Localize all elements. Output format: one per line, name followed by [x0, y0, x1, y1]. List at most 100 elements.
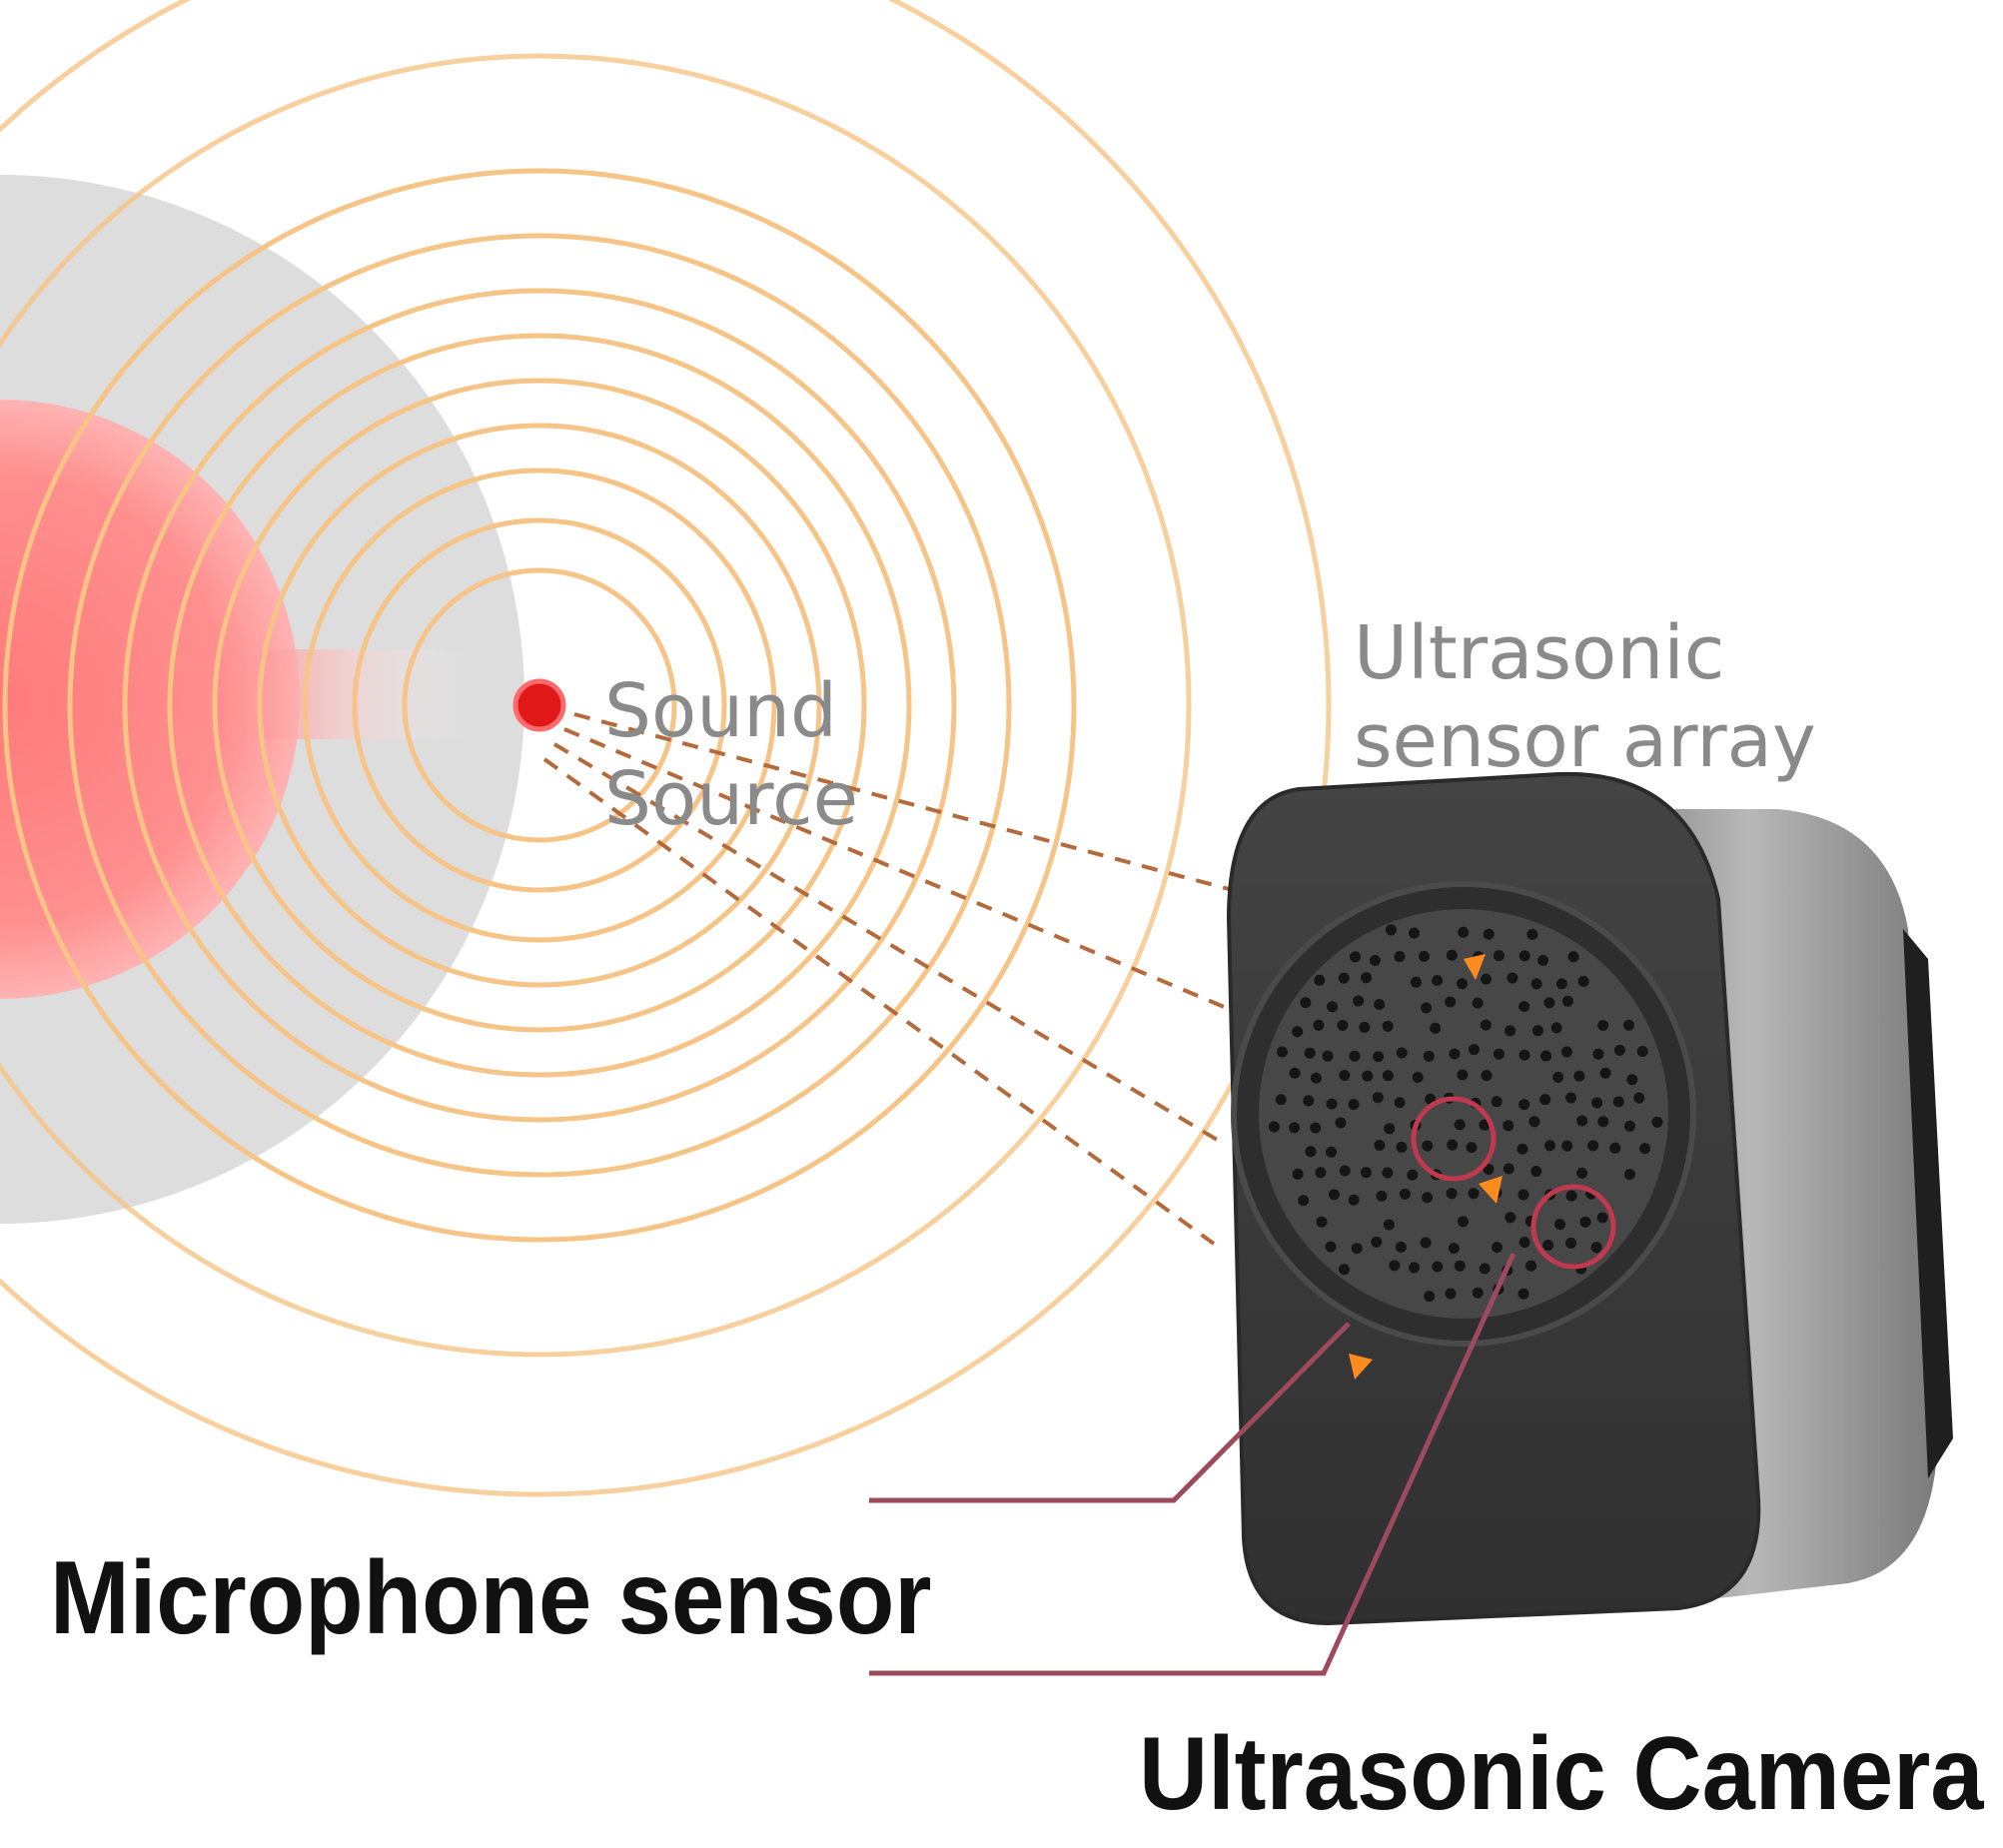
grille-hole — [1277, 1046, 1289, 1058]
grille-hole — [1399, 1188, 1411, 1200]
grille-hole — [1445, 996, 1457, 1008]
device-side-slot — [1903, 929, 1953, 1478]
grille-hole — [1385, 924, 1397, 936]
grille-hole — [1268, 1121, 1280, 1133]
grille-hole — [1432, 1261, 1444, 1273]
grille-hole — [1639, 1143, 1651, 1155]
grille-hole — [1597, 1020, 1609, 1032]
grille-hole — [1651, 1116, 1663, 1128]
grille-hole — [1530, 978, 1542, 990]
camera-highlight-ring — [1411, 1096, 1497, 1182]
grille-hole — [1591, 1097, 1603, 1109]
grille-hole — [1479, 1263, 1491, 1275]
grille-hole — [1349, 951, 1361, 963]
grille-hole — [1351, 1243, 1363, 1255]
grille-hole — [1597, 1116, 1609, 1128]
source-beam — [260, 649, 470, 739]
grille-hole — [1609, 1142, 1621, 1154]
sound-wave-ring — [167, 333, 912, 1078]
grille-hole — [1613, 1044, 1625, 1056]
grille-hole — [1371, 1236, 1383, 1248]
grille-hole — [1540, 1050, 1552, 1062]
grille-hole — [1458, 926, 1470, 938]
grille-hole — [1454, 1260, 1466, 1272]
grille-hole — [1361, 972, 1373, 984]
grille-hole — [1382, 1167, 1394, 1179]
grille-hole — [1561, 995, 1573, 1007]
grille-hole — [1326, 1001, 1338, 1013]
grille-hole — [1577, 975, 1589, 987]
sound-wave-ring — [302, 467, 777, 943]
grille — [1259, 909, 1668, 1319]
grille-hole — [1410, 976, 1422, 988]
grille-hole — [1313, 1019, 1325, 1031]
grille-hole — [1636, 1046, 1648, 1058]
grille-hole — [1550, 1022, 1562, 1034]
grille-hole — [1480, 1019, 1492, 1031]
grille-hole — [1518, 1099, 1530, 1111]
sound-rays — [542, 712, 1230, 1246]
grille-hole — [1383, 1219, 1395, 1231]
grille-hole — [1432, 975, 1444, 987]
grille-hole — [1362, 1070, 1374, 1082]
grille-hole — [1422, 1140, 1434, 1152]
grille-hole — [1506, 972, 1518, 984]
grille-hole — [1543, 997, 1555, 1009]
grille-hole — [1525, 1260, 1537, 1272]
hot-zone — [0, 400, 300, 999]
grille-hole — [1502, 1163, 1514, 1175]
grille-hole — [1565, 1092, 1577, 1104]
grille-hole — [1454, 1119, 1466, 1131]
grille-hole — [1483, 928, 1495, 940]
grille-hole — [1446, 1188, 1458, 1200]
grille-hole — [1445, 1288, 1457, 1300]
grille-hole — [1303, 1095, 1315, 1107]
grille-hole — [1567, 951, 1579, 963]
grille-hole — [1599, 1067, 1611, 1079]
microphone-highlight-ring — [1530, 1184, 1616, 1270]
grille-hole — [1457, 1069, 1469, 1081]
grille-hole — [1466, 1142, 1478, 1154]
grille-hole — [1537, 954, 1549, 966]
grille-hole — [1359, 1021, 1371, 1033]
sensor-array-label-line2: sensor array — [1354, 698, 1816, 784]
grille-hole — [1326, 1098, 1338, 1110]
grille-hole — [1298, 1195, 1310, 1207]
grille-hole — [1382, 1070, 1394, 1082]
grille-hole — [1493, 1048, 1504, 1060]
grille-hole — [1472, 1287, 1484, 1299]
sound-wave-ring — [2, 168, 1077, 1243]
grille-hole — [1424, 1291, 1436, 1303]
grille-hole — [1382, 1020, 1394, 1032]
grille-hole — [1468, 1188, 1480, 1200]
grille-hole — [1349, 1050, 1361, 1062]
sound-wave-ring — [402, 567, 677, 843]
sound-source-label: Sound Source — [604, 667, 858, 843]
grille-hole — [1502, 1120, 1514, 1132]
grille-hole — [1338, 972, 1350, 984]
grille-hole — [1542, 1239, 1554, 1251]
grille-hole — [1396, 1141, 1408, 1153]
sound-source-label-line2: Source — [604, 756, 859, 842]
grille-hole — [1623, 1120, 1635, 1132]
grille-hole — [1419, 950, 1431, 962]
grille-hole — [1412, 1072, 1424, 1084]
grille-hole — [1626, 1074, 1638, 1086]
grille-hole — [1517, 1288, 1529, 1300]
grille-hole — [1304, 1047, 1316, 1059]
sound-source-label-line1: Sound — [604, 668, 838, 754]
grille-hole — [1554, 1219, 1566, 1231]
grille-hole — [1337, 1020, 1349, 1032]
sound-wave-ring — [0, 0, 1332, 1497]
grille-hole — [1590, 1242, 1602, 1254]
sound-wave-ring — [122, 288, 957, 1123]
grille-hole — [1449, 1048, 1461, 1060]
sensor-markers — [1349, 954, 1502, 1380]
sound-wave-ring — [212, 378, 867, 1033]
microphone-sensor-label: Microphone sensor — [50, 1540, 932, 1656]
grille-hole — [1409, 1262, 1421, 1274]
grille-hole — [1458, 1216, 1470, 1228]
sound-wave-ring — [67, 233, 1012, 1178]
grille-hole — [1457, 978, 1469, 990]
